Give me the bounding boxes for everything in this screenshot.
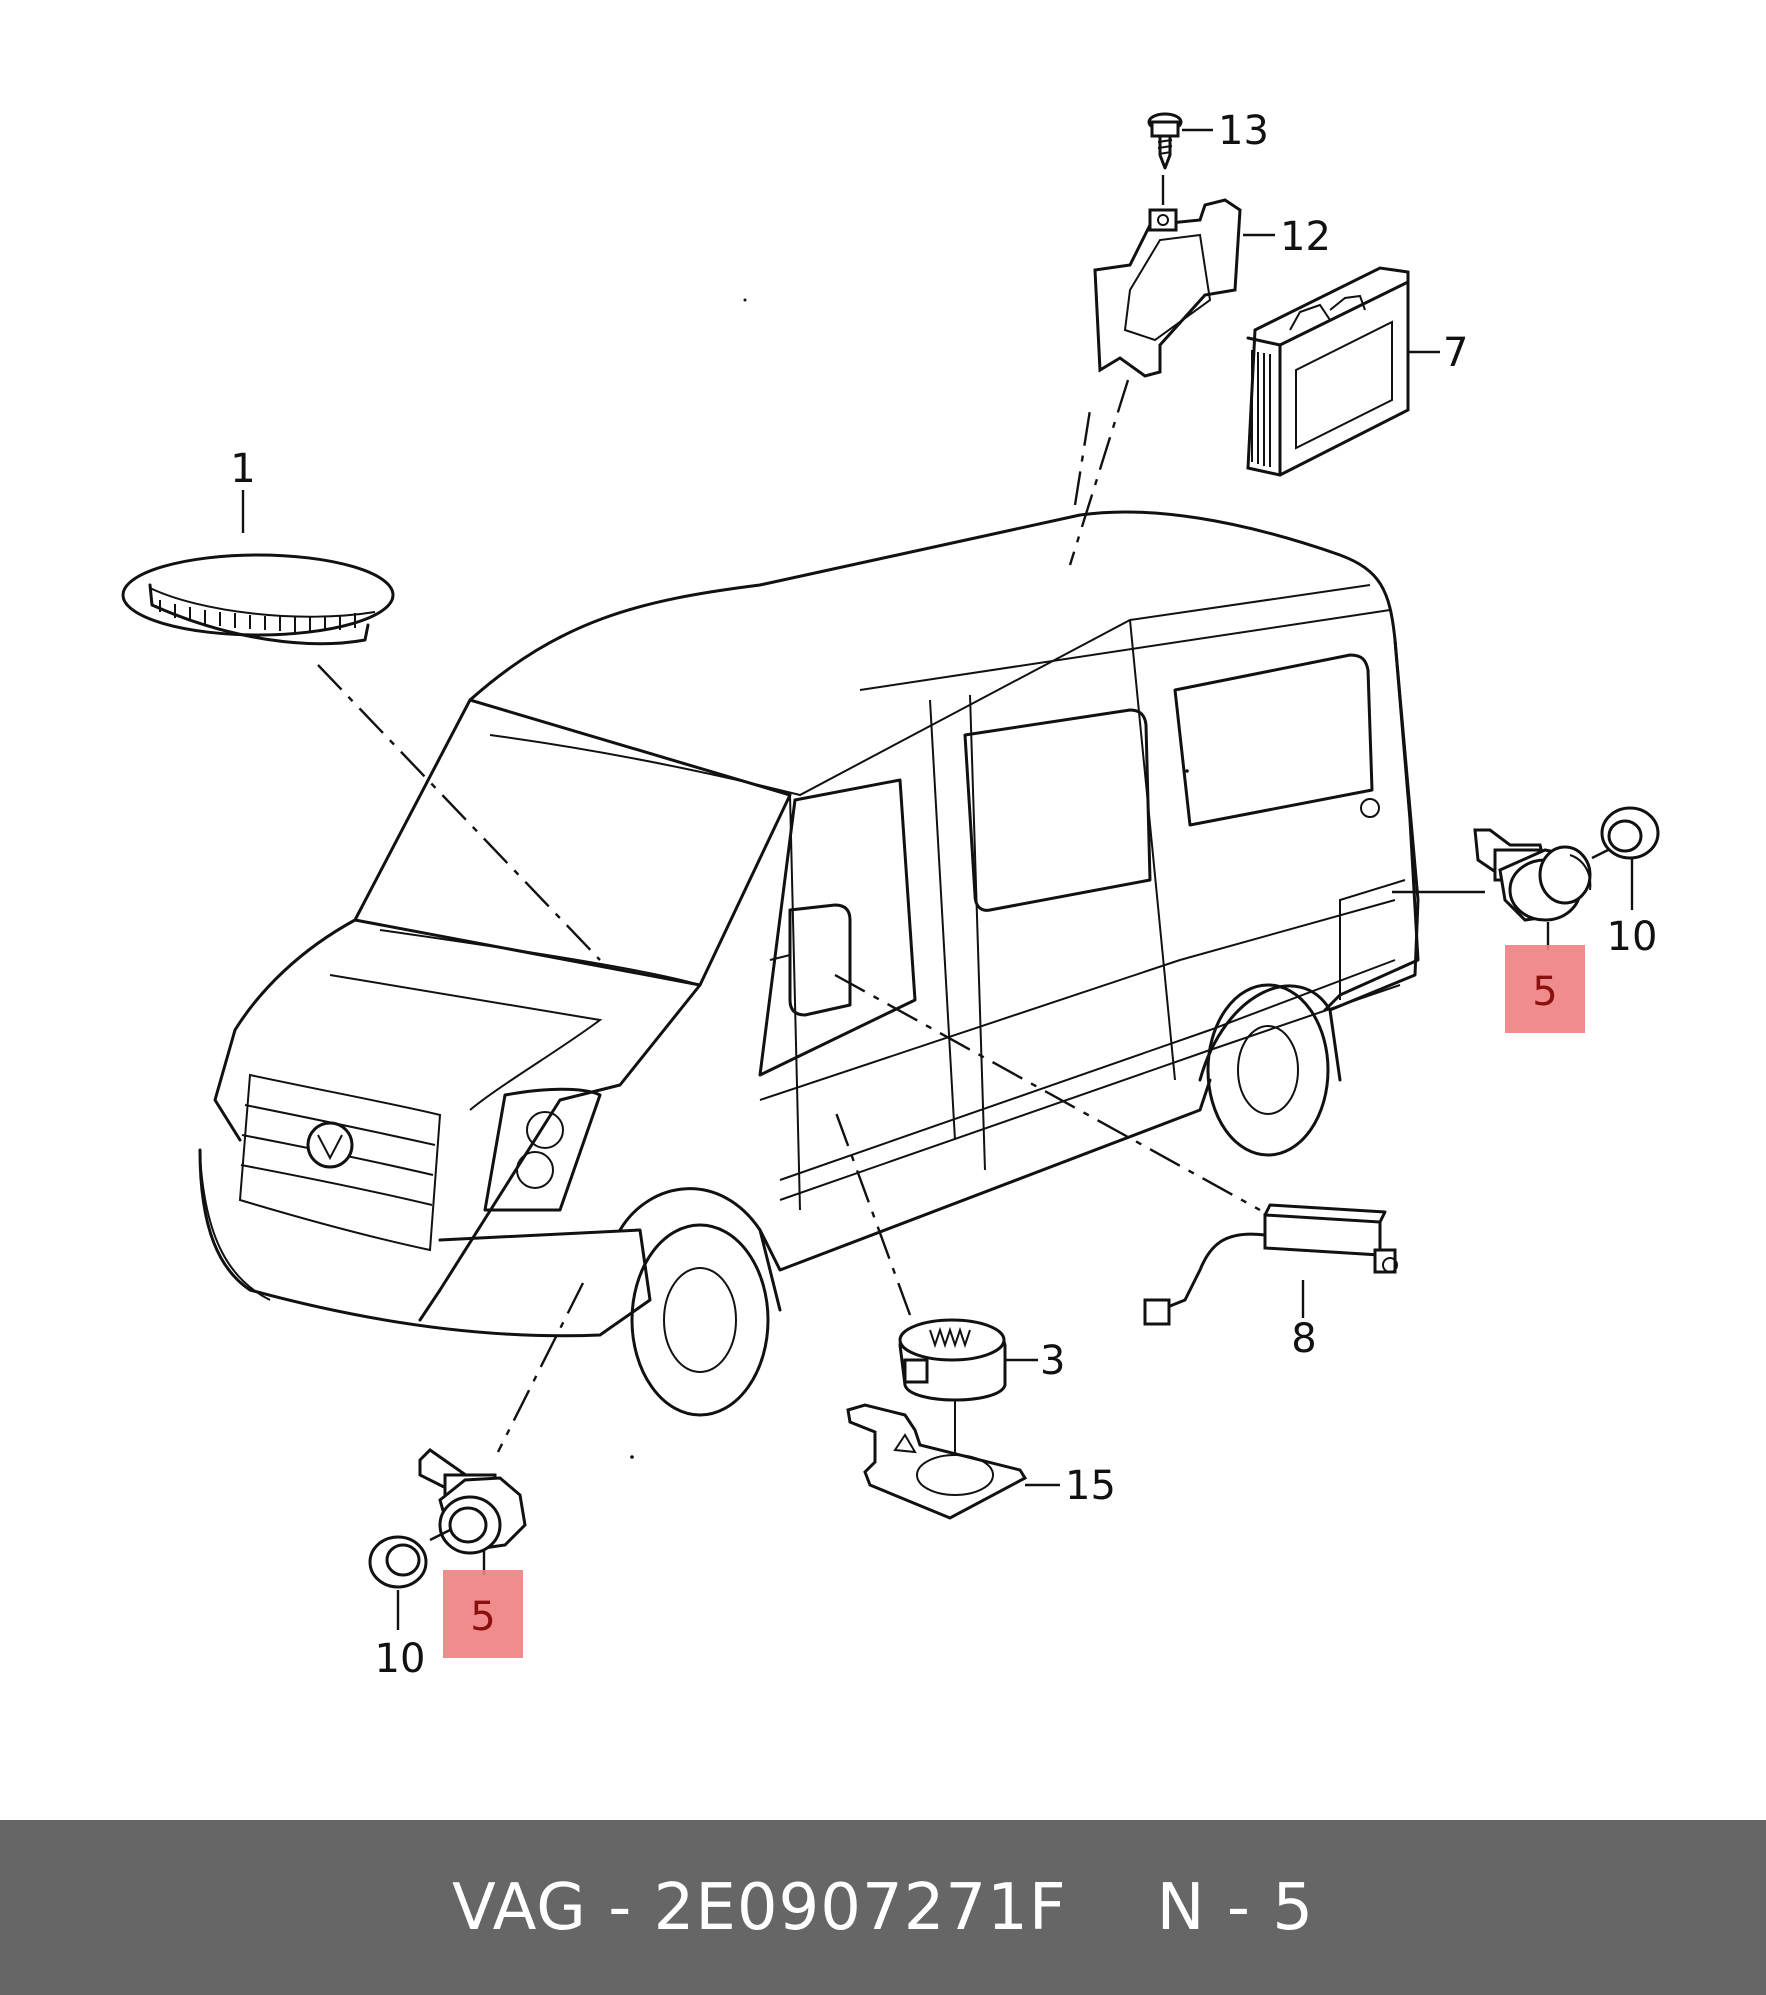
callout-10-left: 10 [375, 1636, 426, 1682]
callout-15: 15 [1065, 1463, 1116, 1509]
part-plate [846, 1400, 1060, 1520]
callout-13: 13 [1218, 108, 1269, 154]
highlight-callout-5-left: 5 [443, 1550, 523, 1658]
van-illustration [198, 510, 1420, 1417]
position-label: N - 5 [1156, 1870, 1315, 1945]
highlight-callout-5-right: 5 [1505, 922, 1585, 1033]
part-ring-left [368, 1535, 428, 1630]
callout-12: 12 [1280, 214, 1331, 260]
rear-wheel [1198, 983, 1342, 1157]
callout-3: 3 [1040, 1338, 1065, 1384]
side-mirror [769, 903, 852, 1017]
parts-diagram: 5 [121, 108, 1660, 1682]
callout-5-right: 5 [1532, 969, 1557, 1015]
part-interior-light [121, 553, 395, 646]
part-antenna [1143, 1203, 1398, 1326]
callout-1: 1 [230, 446, 255, 492]
part-number-footer: VAG - 2E0907271F N - 5 [0, 1820, 1766, 1995]
part-bracket [1093, 175, 1275, 378]
callout-7: 7 [1443, 330, 1468, 376]
part-sensor-left [418, 1448, 527, 1555]
part-button [898, 1318, 1038, 1402]
callout-10-right: 10 [1607, 914, 1658, 960]
headlight [483, 1087, 602, 1212]
part-number-label: VAG - 2E0907271F [451, 1870, 1067, 1945]
part-sensor-right [1473, 828, 1613, 922]
part-control-unit [1246, 266, 1440, 477]
front-wheel [618, 1187, 782, 1417]
callout-8: 8 [1291, 1316, 1316, 1362]
grille [238, 1073, 442, 1252]
callout-5-left: 5 [470, 1594, 495, 1640]
part-ring-right [1600, 806, 1660, 910]
part-screw [1147, 112, 1213, 170]
